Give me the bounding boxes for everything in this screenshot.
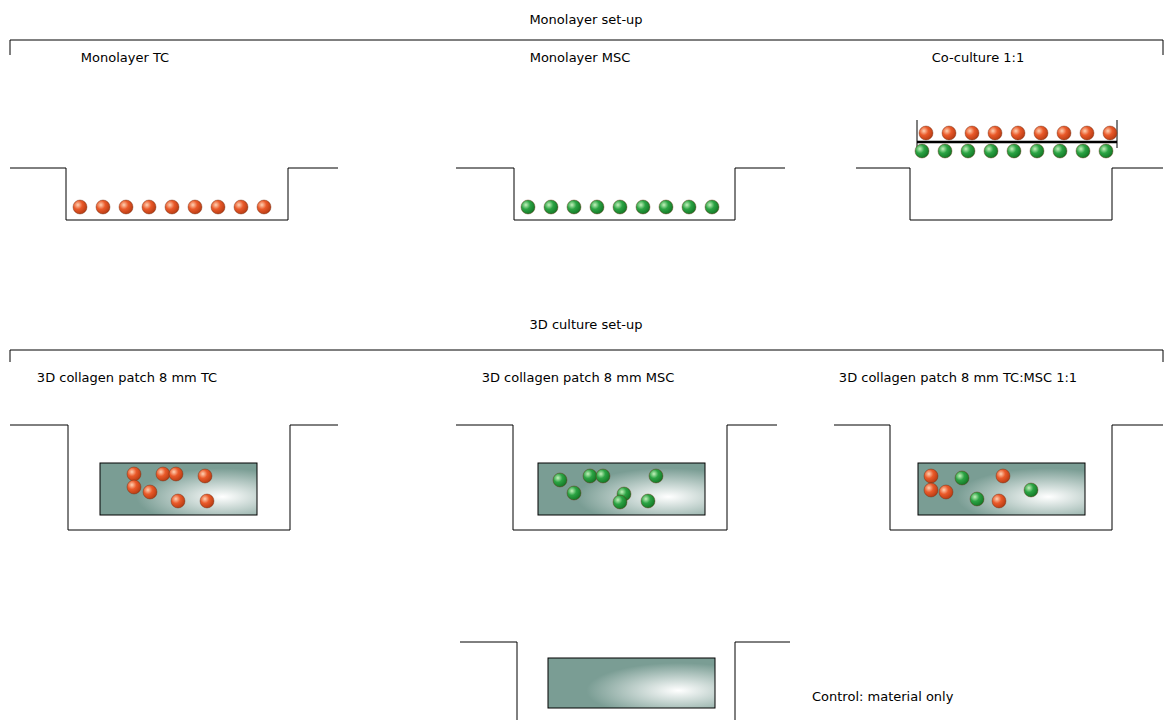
cell [1103,126,1117,140]
well-outline [856,168,1163,220]
cell [583,469,597,483]
culture-well: Co-culture 1:1 [854,48,1165,224]
well-drawing [8,48,340,224]
cell [567,486,581,500]
cell [970,492,984,506]
cell [1011,126,1025,140]
cell [1030,144,1044,158]
cell [919,126,933,140]
section-heading: 3D culture set-up [530,317,643,333]
well-drawing [854,48,1165,224]
cell [1053,144,1067,158]
well-outline [10,168,338,220]
well-outline [10,425,338,530]
cell [1057,126,1071,140]
well-drawing [455,636,1000,720]
patch-well: 3D collagen patch 8 mm TC [8,368,340,534]
well-drawing [8,368,340,534]
cell [961,144,975,158]
cell [613,200,627,214]
cell [1034,126,1048,140]
section-heading: Monolayer set-up [529,12,642,28]
cell [1080,126,1094,140]
cell [169,467,183,481]
well-heading: 3D collagen patch 8 mm TC:MSC 1:1 [839,370,1077,386]
cell [521,200,535,214]
patch-well: 3D collagen patch 8 mm MSC [454,368,779,534]
cell [119,200,133,214]
cell [996,469,1010,483]
bracket [10,350,1163,362]
cell [171,494,185,508]
cell [955,471,969,485]
collagen-patch [538,463,705,515]
well-drawing [832,368,1165,534]
well-heading: 3D collagen patch 8 mm MSC [482,370,675,386]
cell [143,485,157,499]
cell [127,467,141,481]
cell [596,469,610,483]
cell [127,480,141,494]
cell [257,200,271,214]
cell [96,200,110,214]
well-outline [834,425,1163,530]
well-heading: Monolayer TC [81,50,169,66]
well-outline [460,642,790,720]
cell [659,200,673,214]
cell [992,494,1006,508]
cell [924,483,938,497]
well-heading: 3D collagen patch 8 mm TC [37,370,217,386]
collagen-patch [100,463,257,515]
well-heading: Monolayer MSC [530,50,631,66]
cell [1024,483,1038,497]
cell [567,200,581,214]
cell [73,200,87,214]
collagen-patch [918,463,1085,515]
cell [1007,144,1021,158]
cell [590,200,604,214]
collagen-patch [548,658,715,708]
well-outline [456,425,777,530]
cell [938,144,952,158]
cell [1076,144,1090,158]
cell [984,144,998,158]
cell [942,126,956,140]
cell [198,469,212,483]
cell [965,126,979,140]
cell [939,485,953,499]
cell [649,469,663,483]
cell [156,467,170,481]
cell [200,494,214,508]
cell [705,200,719,214]
well-outline [456,168,785,220]
insert-membrane [917,141,1117,144]
cell [188,200,202,214]
cell [544,200,558,214]
well-drawing [454,368,779,534]
cell [142,200,156,214]
cell [988,126,1002,140]
culture-well: Monolayer TC [8,48,340,224]
insert-wall [917,120,918,148]
cell [915,144,929,158]
well-heading: Co-culture 1:1 [932,50,1024,66]
cell [613,495,627,509]
cell [924,469,938,483]
cell [641,494,655,508]
cell [211,200,225,214]
patch-well: 3D collagen patch 8 mm TC:MSC 1:1 [832,368,1165,534]
cell [636,200,650,214]
cell [165,200,179,214]
cell [553,473,567,487]
cell [1099,144,1113,158]
culture-well: Monolayer MSC [454,48,787,224]
well-drawing [454,48,787,224]
cell [682,200,696,214]
well-heading: Control: material only [812,689,953,705]
patch-well: Control: material only [455,636,1000,720]
cell [234,200,248,214]
